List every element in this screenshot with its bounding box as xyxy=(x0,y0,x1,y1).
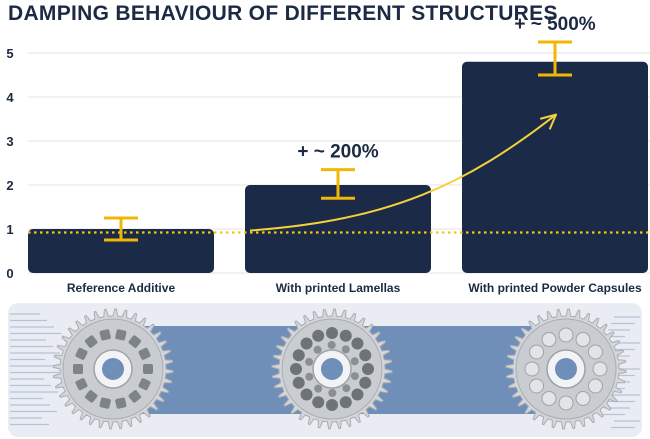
gear-lamella xyxy=(350,372,359,381)
annotation-label: + ~ 500% xyxy=(514,14,595,35)
gear-cutout xyxy=(115,329,127,341)
gear-lamella xyxy=(359,349,372,362)
gear-bore xyxy=(555,358,577,380)
gear-lamella xyxy=(362,363,374,375)
gear-cutout xyxy=(128,390,142,403)
gear-cutout xyxy=(84,390,98,403)
gear-lamella xyxy=(305,357,314,366)
gear-lamella xyxy=(305,372,314,381)
gear-capsule xyxy=(524,361,540,377)
gear-lamella xyxy=(351,337,364,350)
gear-lamella xyxy=(351,388,364,401)
gear-lamella xyxy=(314,384,323,393)
gear-capsule xyxy=(592,361,608,377)
gear-capsule xyxy=(541,390,557,406)
x-tick-label: With printed Lamellas xyxy=(276,281,401,295)
gear-capsule xyxy=(587,344,603,360)
gear-lamella xyxy=(312,329,325,342)
bar xyxy=(28,229,214,273)
gear-lamella xyxy=(300,337,313,350)
gear-lamella xyxy=(313,345,322,354)
gear-lamella xyxy=(341,345,350,354)
gear-cutout xyxy=(128,335,142,348)
gear-lamella xyxy=(290,363,302,375)
gear-powder-capsules xyxy=(505,308,627,430)
gear-capsule xyxy=(575,332,591,348)
gear-cutout xyxy=(84,335,98,348)
arrow-head xyxy=(540,113,557,130)
x-tick-label: With printed Powder Capsules xyxy=(468,281,642,295)
gear-lamella xyxy=(359,376,372,389)
gear-lamella xyxy=(292,376,305,389)
gear-capsule xyxy=(558,327,574,343)
gear-cutout xyxy=(138,347,151,360)
bar xyxy=(462,61,648,273)
gear-lamella xyxy=(326,399,338,411)
gear-cutout xyxy=(99,397,111,409)
gear-cutout xyxy=(143,364,153,374)
y-tick-label: 5 xyxy=(6,46,13,61)
error-bars xyxy=(104,40,572,242)
gear-cutout xyxy=(75,378,88,391)
gear-capsule xyxy=(558,395,574,411)
y-tick-label: 0 xyxy=(6,266,13,281)
gear-lamella xyxy=(292,349,305,362)
gear-lamella xyxy=(300,388,313,401)
gear-lamella xyxy=(326,327,338,339)
gear-cutout xyxy=(115,397,127,409)
annotation-label: + ~ 200% xyxy=(297,142,378,163)
gear-cutout xyxy=(75,347,88,360)
x-axis: Reference Additive With printed Lamellas W… xyxy=(67,281,642,295)
gear-capsule xyxy=(587,378,603,394)
gear-lamella xyxy=(350,357,359,366)
gear-lamella xyxy=(328,388,337,397)
gear-reference xyxy=(52,308,174,430)
y-axis: 0 1 2 3 4 5 xyxy=(6,46,14,281)
gear-cutout xyxy=(72,363,84,375)
gear-cutout xyxy=(138,378,151,391)
gear-lamella xyxy=(342,384,351,393)
gear-capsule xyxy=(575,390,591,406)
gear-lamella xyxy=(327,341,336,350)
gear-capsule xyxy=(541,332,557,348)
y-tick-label: 1 xyxy=(6,222,13,237)
gear-bore xyxy=(102,358,124,380)
chart-title: DAMPING BEHAVIOUR OF DIFFERENT STRUCTURE… xyxy=(8,2,558,25)
gear-capsule xyxy=(529,344,545,360)
gear-lamella xyxy=(339,329,352,342)
y-tick-label: 3 xyxy=(6,134,13,149)
gear-lamellas xyxy=(271,308,393,430)
y-tick-label: 2 xyxy=(6,178,13,193)
gear-cutout xyxy=(99,329,111,341)
arrow-curve xyxy=(249,113,557,232)
y-tick-label: 4 xyxy=(6,90,14,105)
bar-chart: 0 1 2 3 4 5 + ~ 200% + ~ 500% Reference Additi… xyxy=(6,14,650,295)
gear-lamella xyxy=(339,396,352,409)
growth-arrow xyxy=(249,113,557,232)
annotations: + ~ 200% + ~ 500% xyxy=(297,14,595,163)
gear-illustration xyxy=(8,303,642,437)
gear-lamella xyxy=(312,396,325,409)
gear-capsule xyxy=(529,378,545,394)
gear-bore xyxy=(321,358,343,380)
x-tick-label: Reference Additive xyxy=(67,281,176,295)
